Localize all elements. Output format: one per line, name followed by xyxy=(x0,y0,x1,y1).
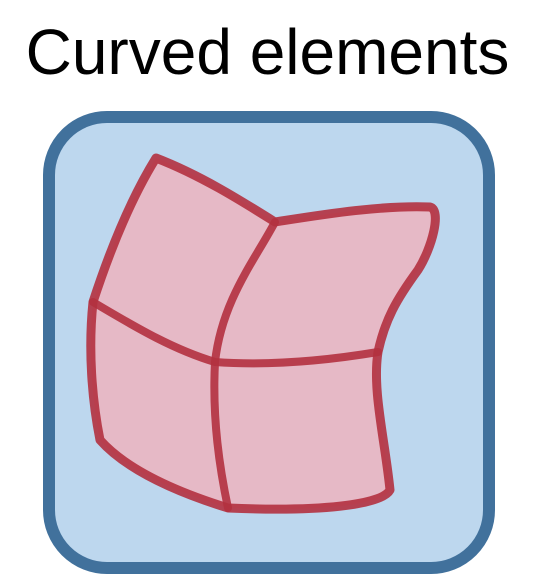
curved-mesh xyxy=(86,153,440,514)
mesh-outline xyxy=(86,153,440,514)
page-title: Curved elements xyxy=(25,16,510,88)
mesh-vertical-divider xyxy=(210,218,279,512)
